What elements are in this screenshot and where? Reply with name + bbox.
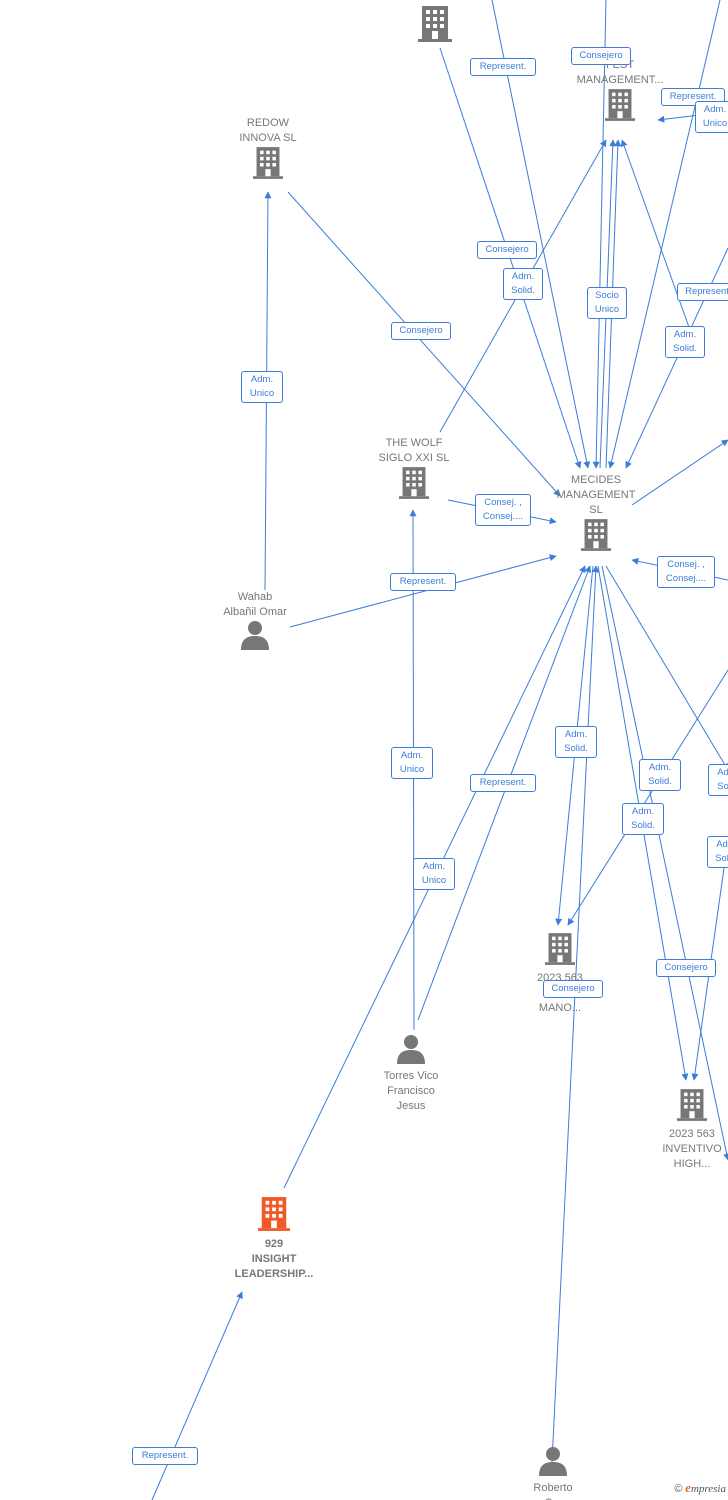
- node-label: 2023 563 INVENTIVO HIGH...: [662, 1128, 722, 1170]
- edge-line: [601, 565, 728, 1161]
- building-icon: [677, 1089, 707, 1121]
- company-node-redow[interactable]: REDOW INNOVA SL: [218, 116, 318, 185]
- edge-label-consej[interactable]: Consej. , Consej....: [657, 556, 715, 588]
- company-node-top[interactable]: [415, 6, 455, 47]
- edge-label-consej[interactable]: Consej. , Consej....: [475, 494, 531, 526]
- building-icon: [545, 933, 575, 965]
- edge-label-adm-solid[interactable]: Adm. Solid.: [503, 268, 543, 300]
- edge-label-represent[interactable]: Represent.: [132, 1447, 198, 1465]
- edge-label-adm-solid[interactable]: Adm. Solid.: [639, 759, 681, 791]
- company-node-thewolf[interactable]: THE WOLF SIGLO XXI SL: [360, 436, 468, 505]
- edge-label-represent[interactable]: Represent.: [470, 774, 536, 792]
- edge-label-adm-solid[interactable]: Adm. Solid.: [555, 726, 597, 758]
- edge-line: [625, 247, 728, 469]
- person-icon: [539, 1447, 567, 1476]
- building-icon: [418, 6, 452, 42]
- company-node-hub2023[interactable]: 2023 563 HE... MANO...: [525, 932, 595, 1016]
- company-node-fest[interactable]: FEST MANAGEMENT...: [565, 50, 675, 127]
- brand-name: mpresia: [690, 1483, 726, 1495]
- edge-label-adm-unico[interactable]: Adm. Unico: [241, 371, 283, 403]
- edge-label-consejero[interactable]: Consejero: [477, 241, 537, 259]
- edge-line: [620, 139, 691, 331]
- brand-watermark: © empresia: [674, 1480, 726, 1496]
- edge-label-adm-solid[interactable]: Ad Sol: [707, 836, 728, 868]
- edge-label-adm-unico[interactable]: Adm. Unico: [413, 858, 455, 890]
- company-node-inventivo[interactable]: 2023 563 INVENTIVO HIGH...: [652, 1088, 728, 1172]
- edge-line: [657, 114, 701, 123]
- edge-label-adm-solid[interactable]: Adm. Solid.: [665, 326, 705, 358]
- company-node-insight[interactable]: 929 INSIGHT LEADERSHIP...: [222, 1196, 326, 1282]
- node-label: Wahab Albañil Omar: [223, 591, 287, 618]
- edge-line: [289, 554, 557, 628]
- edge-label-consejero[interactable]: Consejero: [391, 322, 451, 340]
- building-icon: [605, 89, 635, 121]
- node-label: THE WOLF SIGLO XXI SL: [378, 437, 450, 464]
- building-icon: [399, 467, 429, 499]
- edge-label-socio-unico[interactable]: Socio Unico: [587, 287, 627, 319]
- edge-label-represent[interactable]: Represent: [677, 283, 728, 301]
- edge-line: [592, 0, 607, 469]
- brand-initial: e: [685, 1480, 691, 1495]
- edge-line: [491, 0, 591, 469]
- edge-label-represent[interactable]: Represent.: [470, 58, 536, 76]
- edge-line: [631, 439, 728, 506]
- building-icon: [253, 147, 283, 179]
- edge-label-consejero[interactable]: Consejero: [571, 47, 631, 65]
- edge-label-consejero[interactable]: Consejero: [543, 980, 603, 998]
- edge-label-adm-solid[interactable]: Adm. Solid.: [622, 803, 664, 835]
- node-label: MECIDES MANAGEMENT SL: [556, 474, 636, 516]
- edge-label-consejero[interactable]: Consejero: [656, 959, 716, 977]
- person-node-torres[interactable]: Torres Vico Francisco Jesus: [372, 1034, 450, 1114]
- person-icon: [241, 621, 269, 650]
- node-label: Roberto C...: [533, 1482, 573, 1500]
- edge-label-represent[interactable]: Represent.: [390, 573, 456, 591]
- edge-line: [287, 191, 561, 497]
- edge-line: [605, 565, 728, 771]
- person-node-wahab[interactable]: Wahab Albañil Omar: [215, 590, 295, 655]
- node-label: 929 INSIGHT LEADERSHIP...: [234, 1238, 314, 1280]
- node-label: Torres Vico Francisco Jesus: [383, 1070, 439, 1112]
- edge-label-adm-solid[interactable]: Ad So: [708, 764, 728, 796]
- building-icon: [258, 1197, 290, 1231]
- edge-line: [151, 1291, 243, 1500]
- edge-line: [608, 0, 721, 469]
- company-node-mecides[interactable]: MECIDES MANAGEMENT SL: [546, 473, 646, 557]
- edge-line: [567, 669, 728, 926]
- edge-label-adm-unico[interactable]: Adm. Unico: [695, 101, 728, 133]
- node-label: REDOW INNOVA SL: [239, 117, 297, 144]
- edge-line: [417, 565, 592, 1021]
- person-icon: [397, 1035, 425, 1064]
- copyright-symbol: ©: [674, 1483, 683, 1495]
- edge-line: [551, 565, 600, 1463]
- edge-label-adm-unico[interactable]: Adm. Unico: [391, 747, 433, 779]
- person-node-roberto[interactable]: Roberto C...: [516, 1446, 590, 1500]
- building-icon: [581, 519, 611, 551]
